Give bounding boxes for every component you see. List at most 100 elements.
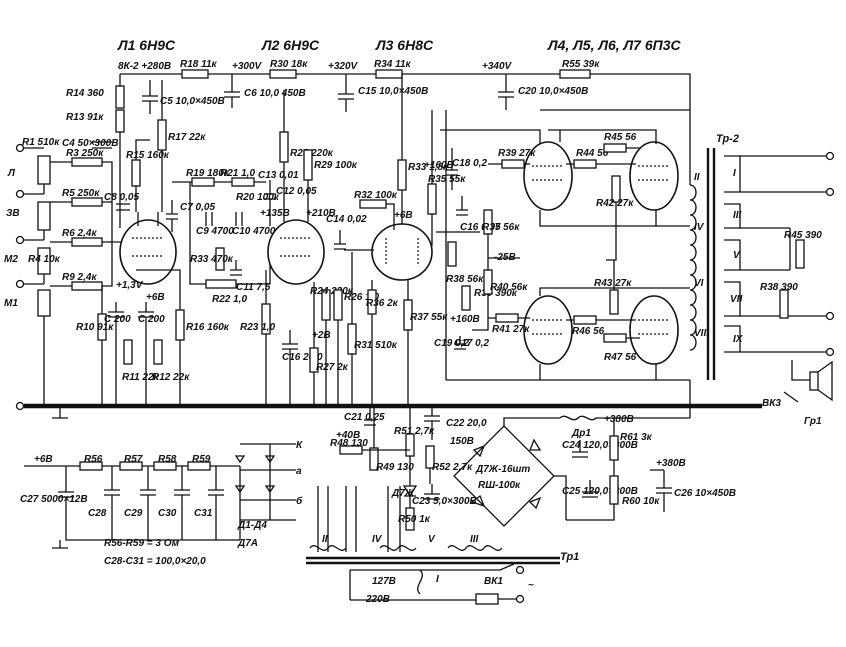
- label-r3: R3 250к: [66, 148, 104, 159]
- label-dr1: Др1: [571, 428, 591, 439]
- label-r45b: R45 390: [784, 230, 822, 241]
- capacitor-c200b: [138, 302, 154, 406]
- label-tr1: Тр1: [560, 551, 579, 563]
- input-jack-1[interactable]: [15, 143, 25, 153]
- label-r33: R33 470к: [190, 254, 234, 265]
- bridge-rectifier: [453, 425, 555, 527]
- output-jack-4[interactable]: [825, 347, 835, 357]
- label-l1-fil: +6В: [146, 292, 165, 303]
- capacitor-c7: [166, 200, 178, 232]
- label-c18: C18 0,2: [452, 158, 487, 169]
- label-rsh: RШ-100к: [478, 480, 521, 491]
- label-r48: R48 130: [330, 438, 368, 449]
- filament-diodes: [234, 455, 276, 494]
- label-v380-right: +380В: [656, 458, 686, 469]
- label-r42: R42 27к: [596, 198, 634, 209]
- label-w6: VI: [694, 278, 704, 289]
- resistor-r43: [609, 289, 619, 315]
- label-w8: VIII: [694, 328, 709, 339]
- output-cathode-wires: [539, 210, 690, 227]
- input-jack-4[interactable]: [15, 279, 25, 289]
- tr1-core: [306, 556, 560, 565]
- label-l1-bias: +1,3V: [116, 280, 144, 291]
- ground-bus-links: [52, 380, 691, 419]
- tone-wires-bottom: [189, 182, 271, 285]
- resistor-r19: [191, 177, 215, 187]
- label-mains-sym: ~: [528, 580, 534, 591]
- resistor-r47: [603, 333, 627, 343]
- label-v40: +40В: [336, 430, 360, 441]
- input-label-zv: ЗВ: [6, 208, 20, 219]
- resistor-r34: [375, 69, 403, 79]
- output-jack-3[interactable]: [825, 311, 835, 321]
- switch-vk3[interactable]: [783, 391, 799, 403]
- label-r6: R6 2,4к: [62, 228, 97, 239]
- label-c23: C23 5,0×300В: [412, 496, 477, 507]
- mains-terminal-1[interactable]: [515, 565, 525, 575]
- input-jack-2[interactable]: [15, 189, 25, 199]
- label-r45: R45 56: [604, 132, 637, 143]
- label-vk1: ВК1: [484, 576, 503, 587]
- tube-l2: [267, 219, 325, 285]
- label-tr1-w3: III: [470, 534, 479, 545]
- label-tap-b: б: [296, 495, 303, 507]
- capacitor-c16-stage2: [282, 330, 298, 406]
- resistor-r32: [359, 199, 387, 209]
- tube-title-l4-l7: Л4, Л5, Л6, Л7 6П3С: [547, 37, 681, 53]
- resistor-r11: [123, 339, 133, 365]
- output-jack-1[interactable]: [825, 151, 835, 161]
- supply-rail-top: [120, 73, 691, 185]
- label-r44: R44 56: [576, 148, 609, 159]
- resistor-r13: [115, 109, 125, 133]
- label-c12: C12 0,05: [276, 186, 317, 197]
- label-r49: R49 130: [376, 462, 414, 473]
- resistor-r57: [119, 461, 143, 471]
- label-c200b: C 200: [138, 314, 165, 325]
- label-v6-l3: +6В: [394, 210, 413, 221]
- supply-label-340: +340V: [482, 61, 513, 72]
- ground-jack[interactable]: [15, 401, 25, 411]
- label-r31: R31 510к: [354, 340, 398, 351]
- label-r51: R51 2,7к: [394, 426, 435, 437]
- label-r10: R10 91к: [76, 322, 114, 333]
- capacitor-c19: [454, 336, 466, 350]
- label-note1: R56-R59 = 3 Ом: [104, 538, 180, 549]
- label-c22: C22 20,0: [446, 418, 487, 429]
- pot-r21[interactable]: [231, 177, 255, 187]
- resistor-r18: [181, 69, 209, 79]
- tr2-output-wires: [740, 155, 826, 353]
- label-r58: R58: [158, 454, 177, 465]
- mains-terminal-2[interactable]: [515, 594, 525, 604]
- label-r36: R36 2к: [366, 298, 399, 309]
- label-c7: C7 0,05: [180, 202, 215, 213]
- label-r23: R23 1,0: [240, 322, 275, 333]
- tube-l1-electrodes: [136, 212, 160, 271]
- input-label-m1: М1: [4, 298, 18, 309]
- label-tr1-w2: II: [322, 534, 328, 545]
- pot-r7[interactable]: [37, 289, 51, 317]
- choke-dr1: [559, 415, 690, 421]
- capacitor-c6: [224, 74, 240, 108]
- label-w9: IX: [733, 334, 744, 345]
- label-c14: C14 0,02: [326, 214, 367, 225]
- label-c16-stage2: C16 20,0: [282, 352, 323, 363]
- label-r47: R47 56: [604, 352, 637, 363]
- resistor-r56: [79, 461, 103, 471]
- output-jack-2[interactable]: [825, 187, 835, 197]
- label-gr1: Гр1: [804, 416, 822, 427]
- resistor-r15: [131, 159, 141, 187]
- label-r29: R29 100к: [314, 160, 358, 171]
- label-r39-split: R39 390к: [474, 288, 518, 299]
- label-r52: R52 2,7к: [432, 462, 473, 473]
- label-r21: R21 1,0: [220, 168, 255, 179]
- pot-r22[interactable]: [205, 279, 237, 289]
- bridge-output-wires: [503, 417, 567, 520]
- pot-r2[interactable]: [37, 201, 51, 231]
- tube-l1-grids: [132, 237, 164, 257]
- label-v210: +210В: [306, 208, 336, 219]
- l1-plate-wires: [135, 80, 181, 406]
- label-c27: C27 5000×12В: [20, 494, 88, 505]
- pot-r4[interactable]: [37, 155, 51, 185]
- label-r59: R59: [192, 454, 211, 465]
- input-jack-3[interactable]: [15, 235, 25, 245]
